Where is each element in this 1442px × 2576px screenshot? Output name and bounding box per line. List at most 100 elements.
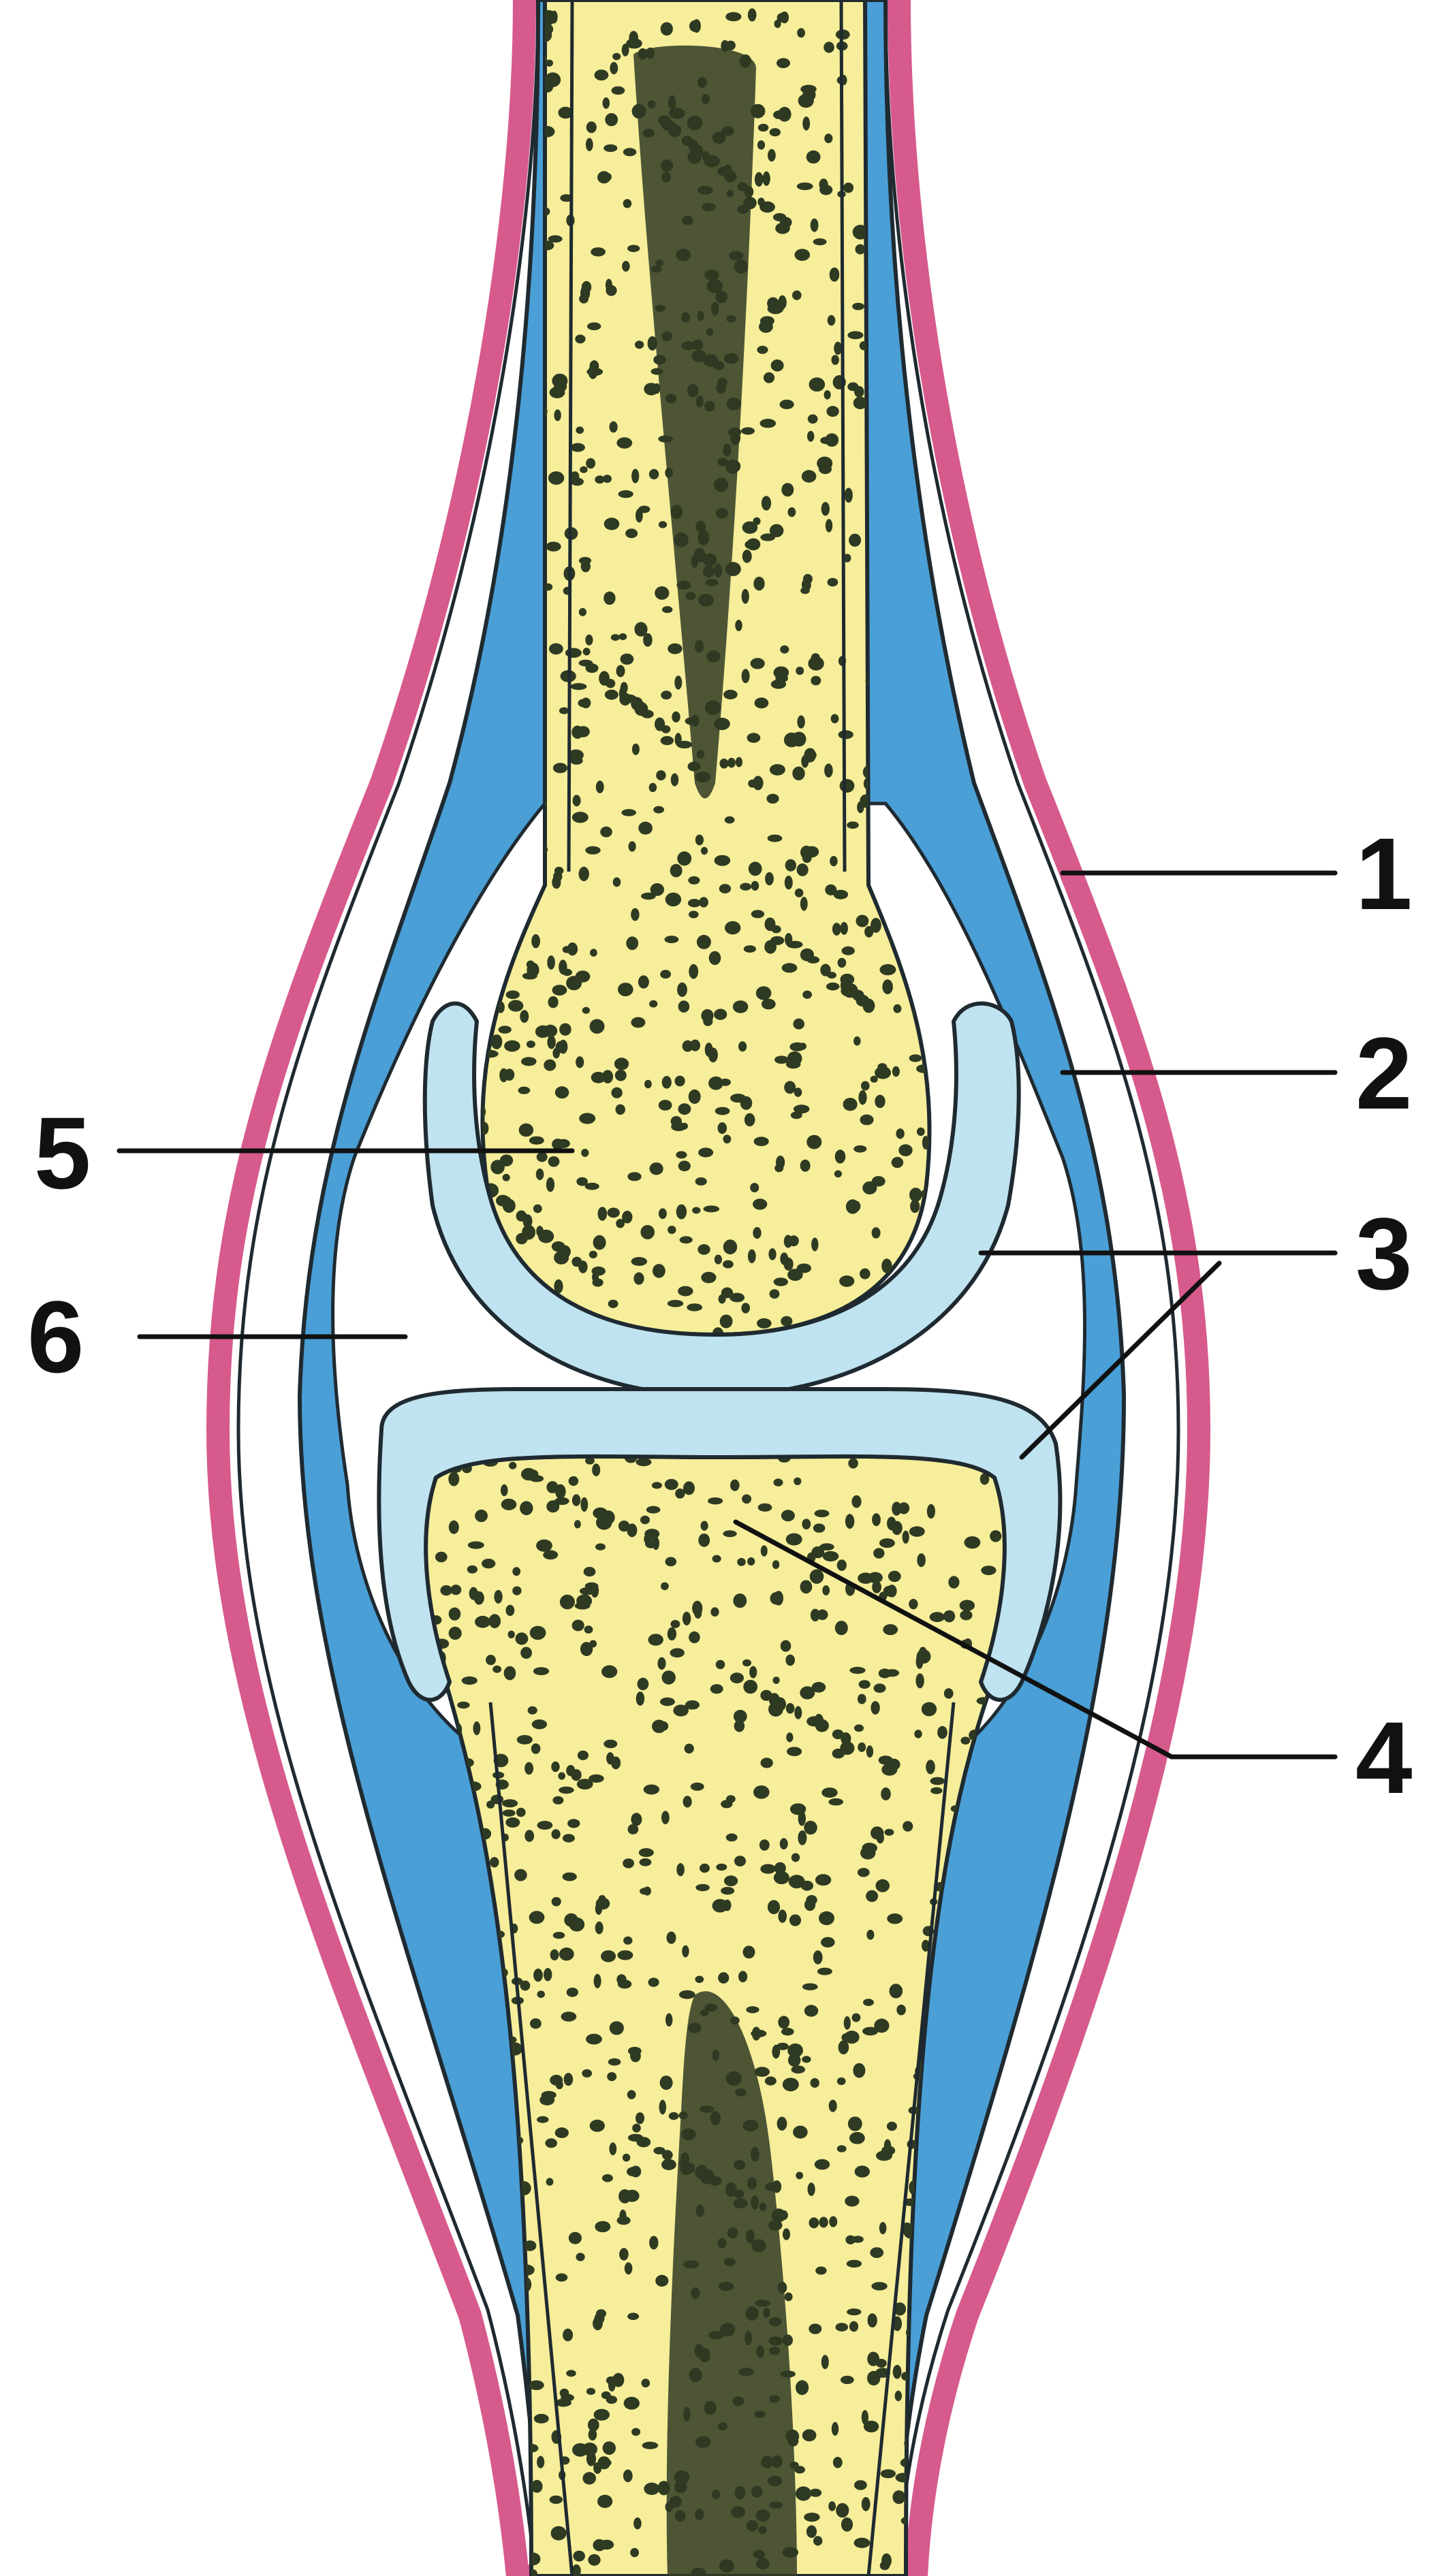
bone-speckle xyxy=(1015,2478,1023,2492)
bone-speckle xyxy=(712,1899,728,1913)
bone-speckle xyxy=(858,1694,866,1704)
bone-speckle xyxy=(781,2028,794,2035)
bone-speckle xyxy=(780,646,789,654)
bone-speckle xyxy=(649,469,659,479)
bone-speckle xyxy=(765,872,774,885)
bone-speckle xyxy=(645,1539,657,1548)
bone-speckle xyxy=(853,225,868,240)
bone-speckle xyxy=(811,676,821,686)
bone-speckle xyxy=(683,1796,692,1807)
bone-speckle xyxy=(661,1811,670,1824)
bone-speckle xyxy=(759,1839,770,1851)
bone-speckle xyxy=(548,996,559,1008)
bone-speckle xyxy=(819,1911,834,1925)
bone-speckle xyxy=(638,822,653,835)
bone-speckle xyxy=(555,1086,569,1098)
bone-speckle xyxy=(802,2056,811,2063)
bone-speckle xyxy=(802,470,817,482)
bone-speckle xyxy=(636,2112,644,2124)
bone-speckle xyxy=(778,2016,789,2029)
bone-speckle xyxy=(843,1098,858,1111)
bone-speckle xyxy=(547,1036,555,1049)
bone-speckle xyxy=(619,633,627,640)
bone-speckle xyxy=(660,2076,673,2090)
bone-speckle xyxy=(590,360,599,372)
bone-speckle xyxy=(853,397,867,409)
bone-speckle xyxy=(449,1608,461,1621)
bone-speckle xyxy=(867,2371,880,2385)
bone-speckle xyxy=(930,1787,942,1794)
bone-speckle xyxy=(627,1172,641,1181)
bone-speckle xyxy=(623,199,632,208)
bone-speckle xyxy=(653,806,664,814)
bone-speckle xyxy=(490,1857,499,1867)
bone-speckle xyxy=(678,1103,691,1115)
bone-speckle xyxy=(858,1868,870,1877)
bone-speckle xyxy=(841,922,848,935)
bone-speckle xyxy=(608,1208,620,1218)
bone-speckle xyxy=(966,2410,978,2421)
bone-speckle xyxy=(747,733,761,743)
bone-speckle xyxy=(704,1205,720,1212)
bone-speckle xyxy=(621,809,636,816)
bone-speckle xyxy=(665,893,681,906)
bone-speckle xyxy=(653,1264,665,1278)
bone-speckle xyxy=(561,2011,577,2022)
bone-speckle xyxy=(753,1227,761,1239)
bone-speckle xyxy=(689,1632,700,1643)
bone-speckle xyxy=(781,483,794,496)
bone-speckle xyxy=(753,577,764,590)
bone-speckle xyxy=(504,1040,520,1052)
bone-speckle xyxy=(736,757,742,767)
label-3: 3 xyxy=(1355,1196,1412,1311)
bone-speckle xyxy=(546,1481,558,1493)
bone-speckle xyxy=(849,2132,865,2144)
bone-speckle xyxy=(629,841,636,851)
bone-speckle xyxy=(631,469,639,483)
bone-speckle xyxy=(788,2054,801,2067)
bone-speckle xyxy=(537,1821,553,1830)
bone-speckle xyxy=(512,1587,521,1595)
bone-speckle xyxy=(566,2370,576,2376)
bone-speckle xyxy=(546,1177,554,1192)
bone-speckle xyxy=(608,2058,621,2066)
bone-speckle xyxy=(784,733,799,748)
bone-speckle xyxy=(636,1691,644,1706)
bone-speckle xyxy=(633,1018,640,1027)
bone-speckle xyxy=(914,1730,922,1738)
bone-speckle xyxy=(725,816,735,824)
bone-speckle xyxy=(770,1289,780,1299)
bone-speckle xyxy=(676,1151,687,1159)
bone-speckle xyxy=(685,1700,700,1710)
bone-speckle xyxy=(777,13,789,22)
bone-speckle xyxy=(625,528,638,538)
bone-speckle xyxy=(837,1559,847,1571)
bone-speckle xyxy=(814,1714,824,1728)
bone-speckle xyxy=(519,1124,533,1137)
bone-speckle xyxy=(866,1745,873,1758)
bone-speckle xyxy=(536,1540,552,1552)
bone-speckle xyxy=(520,1010,529,1023)
bone-speckle xyxy=(892,1066,900,1077)
bone-speckle xyxy=(644,2483,659,2495)
bone-speckle xyxy=(840,974,854,985)
bone-speckle xyxy=(761,1758,773,1768)
bone-speckle xyxy=(806,1135,821,1149)
bone-speckle xyxy=(580,285,590,300)
bone-speckle xyxy=(516,1211,527,1222)
bone-speckle xyxy=(482,61,497,76)
bone-speckle xyxy=(457,2530,466,2539)
bone-speckle xyxy=(813,1950,823,1965)
bone-speckle xyxy=(689,20,700,32)
bone-speckle xyxy=(809,377,826,392)
bone-speckle xyxy=(657,1657,665,1670)
bone-speckle xyxy=(626,38,642,48)
bone-speckle xyxy=(623,2470,633,2483)
bone-speckle xyxy=(824,390,831,400)
bone-speckle xyxy=(824,133,832,143)
bone-speckle xyxy=(474,1591,484,1605)
bone-speckle xyxy=(554,1251,569,1265)
bone-speckle xyxy=(781,1640,791,1652)
bone-speckle xyxy=(624,2397,640,2410)
bone-speckle xyxy=(862,2027,878,2036)
